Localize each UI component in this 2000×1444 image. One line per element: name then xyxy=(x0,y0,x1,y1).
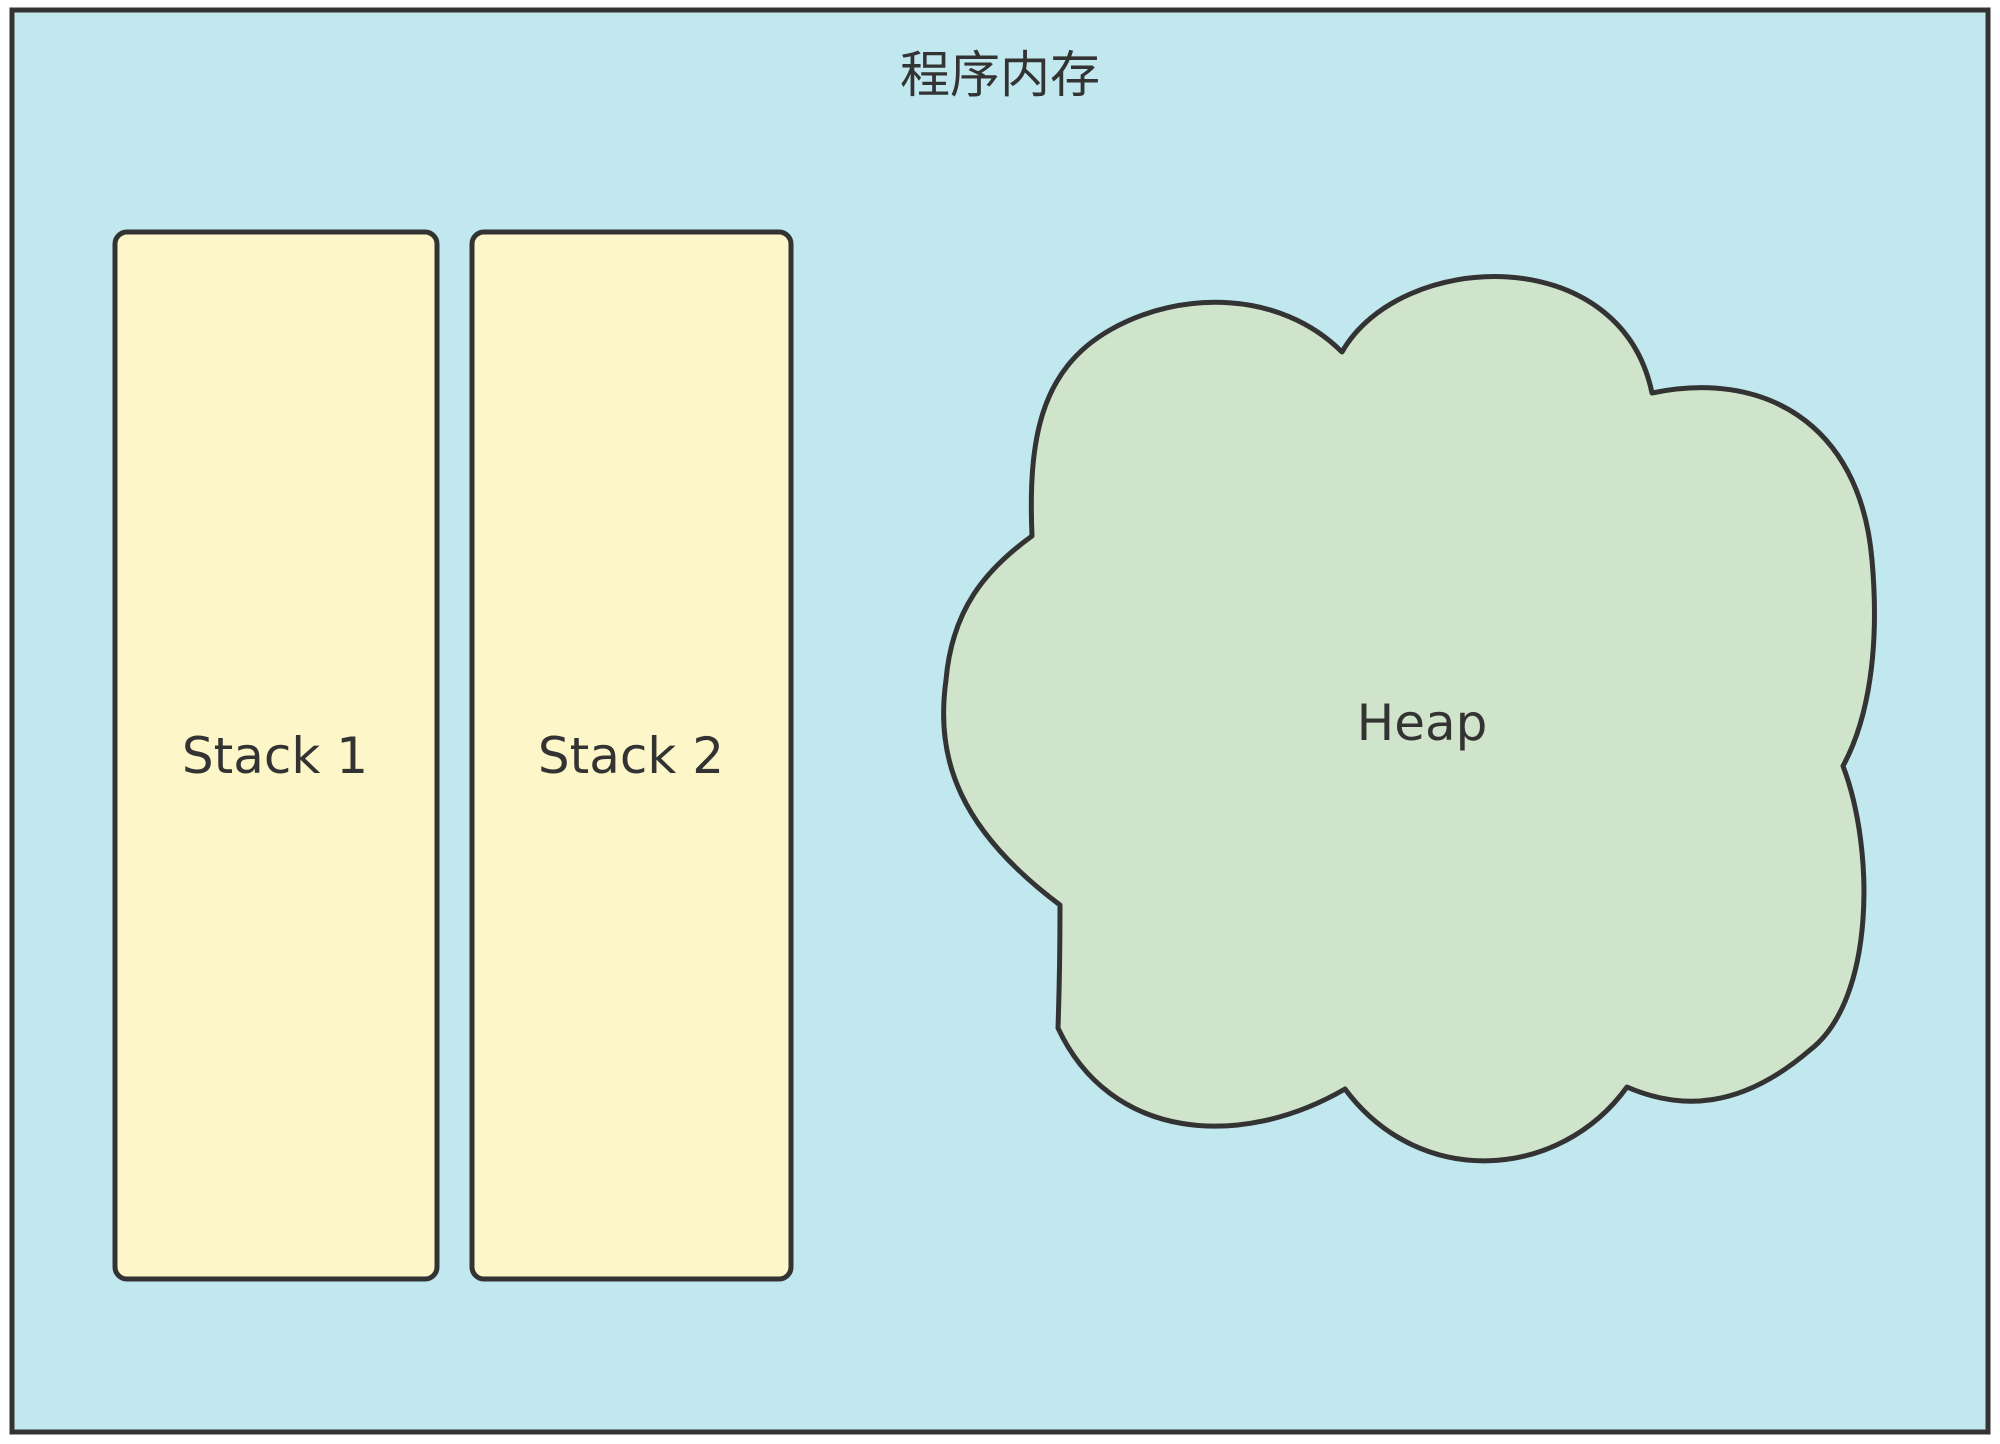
stack-2-rect xyxy=(469,229,794,1282)
heap-block: Heap xyxy=(941,274,1877,1164)
heap-cloud xyxy=(941,274,1877,1164)
program-memory-title: 程序内存 xyxy=(900,46,1100,104)
stack-2-label: Stack 2 xyxy=(538,727,724,785)
stack-1-label: Stack 1 xyxy=(182,727,368,785)
stack-1-rect xyxy=(112,229,440,1282)
heap-label: Heap xyxy=(1357,694,1488,752)
stack-1-block: Stack 1 xyxy=(112,229,440,1282)
stack-2-block: Stack 2 xyxy=(469,229,794,1282)
